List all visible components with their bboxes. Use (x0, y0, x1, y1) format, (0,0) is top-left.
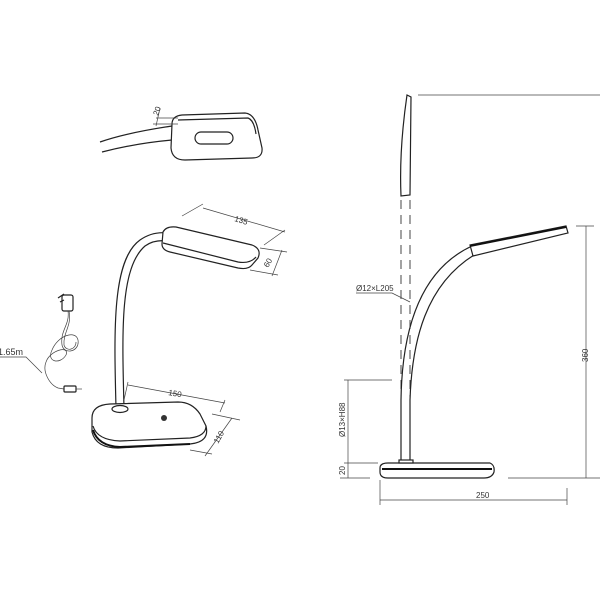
gooseneck-arm-inner (122, 240, 169, 409)
base-length-label: 150 (168, 388, 183, 399)
base-height-label: 20 (338, 466, 347, 475)
lamp-base-side (379, 462, 495, 479)
touch-switch-icon (161, 415, 167, 421)
stem-spec-label: Ø13×H88 (338, 402, 347, 437)
side-view: 360 Ø13×H88 20 Ø12×L205 250 (338, 94, 600, 505)
total-height-label: 360 (581, 348, 590, 362)
head-thickness-label: 20 (151, 105, 163, 117)
head-width-label: 60 (262, 256, 275, 269)
lamp-head (161, 226, 260, 270)
lamp-base (91, 401, 208, 449)
head-length-label: 135 (233, 214, 249, 227)
base-width-label: 110 (212, 429, 226, 445)
power-adapter: 1.65m (0, 293, 82, 393)
gooseneck-arm-outer (114, 232, 169, 409)
head-detail-view: 20 (99, 105, 263, 161)
total-width-label: 250 (476, 491, 490, 500)
arm-spec-label: Ø12×L205 (356, 284, 394, 293)
cord-length-label: 1.65m (0, 347, 23, 357)
adapter-plug-icon (61, 294, 74, 312)
head-side-profile (400, 94, 412, 197)
perspective-view: 135 60 150 110 (91, 203, 288, 457)
